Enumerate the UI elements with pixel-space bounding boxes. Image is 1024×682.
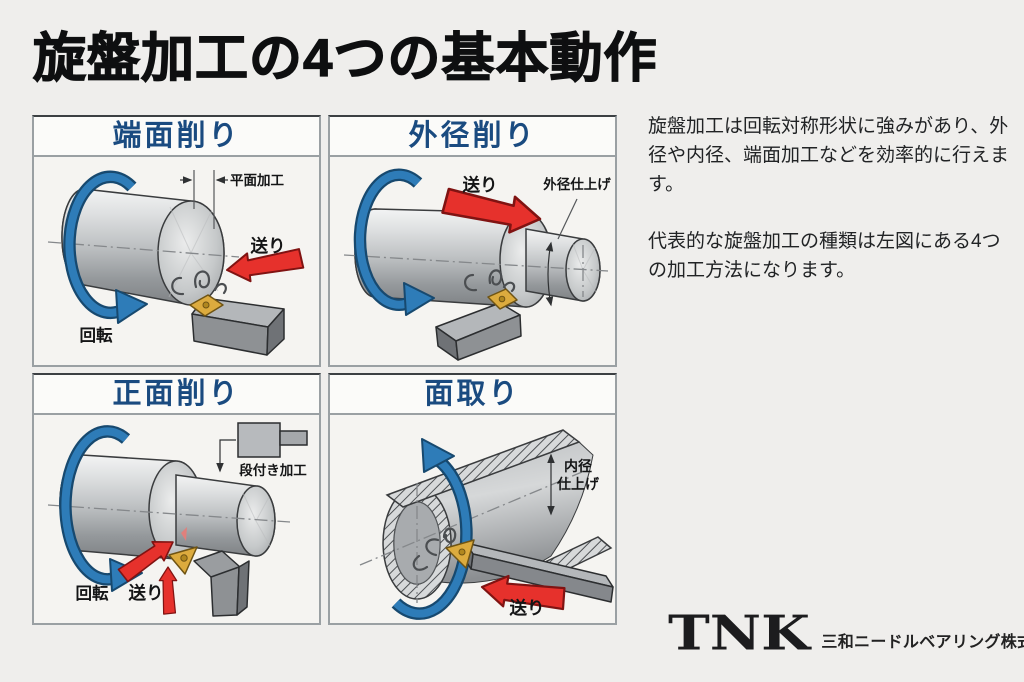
description-text: 旋盤加工は回転対称形状に強みがあり、外径や内径、端面加工などを効率的に行えます。… bbox=[648, 112, 1012, 285]
od-cutting-drawing: 送り 外径仕上げ bbox=[343, 168, 611, 361]
feed-arrow-icon bbox=[441, 187, 542, 234]
cutting-tool bbox=[435, 288, 522, 361]
panel-title: 正面削り bbox=[112, 377, 241, 410]
feed-label: 送り bbox=[510, 598, 545, 618]
panel-chamfering: 面取り 内径 仕上げ bbox=[328, 373, 617, 625]
panel-od-cutting: 外径削り 送り bbox=[328, 115, 617, 367]
cutting-tool bbox=[168, 546, 250, 617]
rotation-arrow-icon bbox=[353, 168, 435, 316]
step-profile-inset bbox=[237, 422, 308, 458]
centerline bbox=[47, 241, 240, 258]
rotation-arrow-icon bbox=[63, 170, 148, 324]
top-wall-section bbox=[385, 429, 581, 508]
panel-title: 面取り bbox=[424, 377, 521, 410]
panel-header: 面取り bbox=[330, 375, 615, 415]
face-shading bbox=[168, 206, 219, 298]
panel-end-face-cutting: 端面削り 平面加工 bbox=[32, 115, 321, 367]
cutting-tool bbox=[189, 294, 285, 356]
front-face-cutting-diagram: 段付き加工 回転 送り bbox=[34, 415, 319, 623]
chips bbox=[171, 270, 227, 296]
face-shading bbox=[242, 492, 271, 547]
panel-grid: 端面削り 平面加工 bbox=[32, 115, 617, 625]
panel-header: 外径削り bbox=[330, 117, 615, 157]
end-face-cutting-diagram: 平面加工 送り 回転 bbox=[34, 157, 319, 365]
chips bbox=[464, 269, 516, 293]
tnk-logo: TNK bbox=[668, 605, 810, 662]
machining-label: 平面加工 bbox=[230, 173, 284, 188]
chamfering-diagram: 内径 仕上げ 送り bbox=[330, 415, 615, 623]
front-face-cutting-drawing: 段付き加工 回転 送り bbox=[47, 422, 308, 617]
panel-front-face-cutting: 正面削り 段付き加工 bbox=[32, 373, 321, 625]
feed-arrow-icon bbox=[226, 248, 305, 283]
finish-label-line1: 内径 bbox=[564, 458, 592, 474]
panel-header: 正面削り bbox=[34, 375, 319, 415]
feed-label: 送り bbox=[463, 175, 498, 195]
feed-label: 送り bbox=[251, 236, 286, 256]
feed-arrow-icon bbox=[117, 541, 174, 583]
description-paragraph-1: 旋盤加工は回転対称形状に強みがあり、外径や内径、端面加工などを効率的に行えます。 bbox=[648, 116, 1010, 195]
feed-arrow-icon bbox=[480, 574, 566, 611]
finish-label-line2: 仕上げ bbox=[556, 476, 600, 492]
boring-bar-tool bbox=[445, 539, 614, 603]
cut-highlight bbox=[181, 527, 187, 541]
leader-line bbox=[557, 198, 578, 240]
page-title: 旋盤加工の4つの基本動作 bbox=[32, 28, 658, 88]
rotation-label: 回転 bbox=[76, 583, 110, 603]
panel-title: 外径削り bbox=[408, 119, 537, 152]
rotation-label: 回転 bbox=[80, 325, 114, 345]
company-name: 三和ニードルベアリング株式会社 bbox=[821, 634, 1024, 651]
feed-label: 送り bbox=[129, 583, 164, 603]
chips bbox=[412, 527, 457, 571]
feed-arrow-vertical-icon bbox=[158, 566, 178, 615]
machining-label: 段付き加工 bbox=[239, 462, 307, 478]
centerline bbox=[47, 504, 291, 523]
od-cutting-diagram: 送り 外径仕上げ bbox=[330, 157, 615, 365]
panel-title: 端面削り bbox=[112, 119, 241, 152]
footer: TNK 三和ニードルベアリング株式会社 bbox=[668, 605, 1024, 662]
leader-line bbox=[216, 439, 236, 473]
centerline bbox=[343, 245, 609, 297]
face-shading bbox=[572, 243, 597, 293]
end-face-cutting-drawing: 平面加工 送り 回転 bbox=[47, 170, 305, 356]
chamfering-drawing: 内径 仕上げ 送り bbox=[359, 429, 614, 620]
dimension-lines bbox=[545, 241, 554, 307]
description-paragraph-2: 代表的な旋盤加工の種類は左図にある4つの加工方法になります。 bbox=[648, 231, 1001, 281]
dimension-lines bbox=[180, 170, 228, 229]
panel-header: 端面削り bbox=[34, 117, 319, 157]
finish-label: 外径仕上げ bbox=[543, 176, 611, 192]
